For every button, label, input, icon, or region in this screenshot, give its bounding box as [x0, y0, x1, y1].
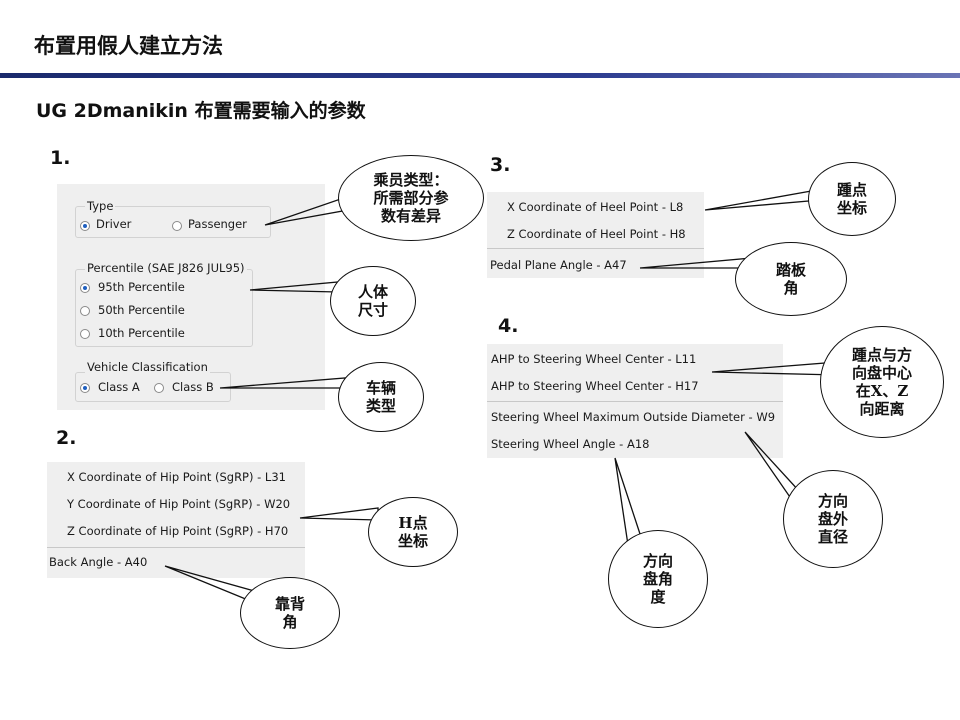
connector-pedal-angle [639, 257, 753, 269]
callout-heel-point: 踵点 坐标 [808, 162, 896, 236]
callout-back-angle: 靠背 角 [240, 577, 340, 649]
vehicle-classification-label: Vehicle Classification [85, 360, 210, 374]
back-angle-field[interactable]: Back Angle - A40 [49, 555, 148, 569]
section-1-number: 1. [50, 147, 71, 169]
type-group-label: Type [85, 199, 116, 213]
driver-radio[interactable] [80, 221, 90, 231]
callout-wheel-diameter: 方向 盘外 直径 [783, 470, 883, 568]
percentile-95-radio[interactable] [80, 283, 90, 293]
class-a-radio[interactable] [80, 383, 90, 393]
slide-subtitle: UG 2Dmanikin 布置需要输入的参数 [36, 100, 366, 122]
connector-vehicle-type [219, 377, 346, 389]
section-3-number: 3. [490, 154, 511, 176]
percentile-10-label: 10th Percentile [98, 326, 185, 340]
connector-h-point [299, 507, 379, 521]
connector-wheel-angle [614, 457, 643, 546]
hip-x-field[interactable]: X Coordinate of Hip Point (SgRP) - L31 [67, 470, 286, 484]
heel-z-field[interactable]: Z Coordinate of Heel Point - H8 [507, 227, 686, 241]
connector-heel-to-wheel [711, 361, 839, 376]
type-group [75, 206, 271, 238]
separator [47, 547, 305, 548]
callout-h-point: H点 坐标 [368, 497, 458, 567]
ahp-l11-field[interactable]: AHP to Steering Wheel Center - L11 [491, 352, 697, 366]
wheel-angle-field[interactable]: Steering Wheel Angle - A18 [491, 437, 650, 451]
driver-label: Driver [96, 217, 132, 231]
class-a-label: Class A [98, 380, 140, 394]
slide-title: 布置用假人建立方法 [34, 33, 223, 58]
percentile-10-radio[interactable] [80, 329, 90, 339]
callout-occupant-type: 乘员类型： 所需部分参 数有差异 [338, 155, 484, 241]
heel-point-panel: X Coordinate of Heel Point - L8 Z Coordi… [487, 192, 704, 278]
hip-z-field[interactable]: Z Coordinate of Hip Point (SgRP) - H70 [67, 524, 289, 538]
heel-x-field[interactable]: X Coordinate of Heel Point - L8 [507, 200, 684, 214]
percentile-50-radio[interactable] [80, 306, 90, 316]
passenger-radio[interactable] [172, 221, 182, 231]
callout-wheel-angle: 方向 盘角 度 [608, 530, 708, 628]
section-4-number: 4. [498, 315, 519, 337]
connector-body-size [249, 281, 339, 293]
percentile-95-label: 95th Percentile [98, 280, 185, 294]
passenger-label: Passenger [188, 217, 247, 231]
class-b-label: Class B [172, 380, 214, 394]
section-2-number: 2. [56, 427, 77, 449]
wheel-diameter-field[interactable]: Steering Wheel Maximum Outside Diameter … [491, 410, 776, 424]
separator [487, 401, 783, 402]
hip-y-field[interactable]: Y Coordinate of Hip Point (SgRP) - W20 [67, 497, 291, 511]
callout-vehicle-type: 车辆 类型 [338, 362, 424, 432]
percentile-50-label: 50th Percentile [98, 303, 185, 317]
connector-back-angle [164, 565, 260, 601]
hip-point-panel: X Coordinate of Hip Point (SgRP) - L31 Y… [47, 462, 305, 578]
percentile-group-label: Percentile (SAE J826 JUL95) [85, 261, 247, 275]
pedal-angle-field[interactable]: Pedal Plane Angle - A47 [490, 258, 627, 272]
callout-heel-to-wheel: 踵点与方 向盘中心 在X、Z 向距离 [820, 326, 944, 438]
callout-pedal-angle: 踏板 角 [735, 242, 847, 316]
callout-body-size: 人体 尺寸 [330, 266, 416, 336]
separator [487, 248, 704, 249]
class-b-radio[interactable] [154, 383, 164, 393]
title-rule [0, 73, 960, 78]
ahp-h17-field[interactable]: AHP to Steering Wheel Center - H17 [491, 379, 699, 393]
steering-wheel-panel: AHP to Steering Wheel Center - L11 AHP t… [487, 344, 783, 458]
